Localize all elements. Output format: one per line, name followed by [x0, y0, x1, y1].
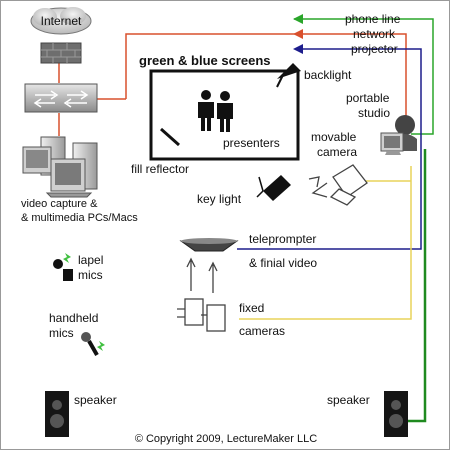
- firewall-icon: [40, 42, 82, 64]
- green-blue-screen-frame: [149, 69, 300, 161]
- handheld-label: handheld: [49, 311, 98, 325]
- movable-camera-icon: [308, 164, 368, 206]
- lapel-mics-label: mics: [78, 268, 103, 282]
- speaker-right-icon: [384, 391, 408, 437]
- phone-line-wire: [294, 18, 434, 135]
- teleprompter-label: teleprompter: [249, 232, 316, 246]
- backlight-icon: [276, 63, 301, 88]
- studio-label: studio: [358, 106, 390, 120]
- cameras-label: cameras: [239, 324, 285, 338]
- handheld-mics-label: mics: [49, 326, 74, 340]
- speaker-left-icon: [45, 391, 69, 437]
- handheld-mic-icon: [81, 332, 105, 356]
- projector-label: projector: [351, 42, 398, 56]
- speaker-wire: [408, 149, 427, 423]
- portable-studio-icon: [380, 115, 417, 155]
- key-light-label: key light: [197, 192, 242, 206]
- fixed-cameras-icon: [177, 257, 226, 332]
- network-label: network: [353, 27, 396, 41]
- video-capture-label-line1: video capture &: [21, 198, 98, 210]
- movable-label: movable: [311, 130, 357, 144]
- presenters-label: presenters: [223, 136, 280, 150]
- connection-lines: [58, 18, 434, 423]
- network-arrow: [293, 29, 303, 39]
- phone-line-arrow: [293, 14, 303, 24]
- screens-label: green & blue screens: [139, 53, 271, 68]
- backlight-label: backlight: [304, 68, 352, 82]
- copyright-label: © Copyright 2009, LectureMaker LLC: [135, 433, 317, 445]
- camera-feed-wire: [239, 166, 412, 320]
- camera-label: camera: [317, 145, 357, 159]
- fill-reflector-icon: [160, 127, 180, 147]
- presenters-icon: [198, 90, 233, 132]
- speaker-left-label: speaker: [74, 393, 117, 407]
- portable-label: portable: [346, 91, 390, 105]
- teleprompter-icon: [179, 238, 239, 252]
- internet-cloud-icon: [30, 7, 92, 35]
- fill-reflector-label: fill reflector: [131, 162, 189, 176]
- video-capture-label-line2: & multimedia PCs/Macs: [21, 212, 138, 224]
- final-video-label: & finial video: [249, 256, 317, 270]
- pc-workstations-icon: [22, 136, 98, 198]
- lapel-label: lapel: [78, 253, 103, 267]
- speaker-right-label: speaker: [327, 393, 370, 407]
- lapel-mic-icon: [53, 253, 73, 281]
- key-light-icon: [256, 175, 291, 201]
- projector-arrow: [293, 44, 303, 54]
- fixed-label: fixed: [239, 301, 264, 315]
- internet-label: Internet: [41, 14, 82, 28]
- network-switch-icon: [24, 83, 98, 113]
- phone-line-label: phone line: [345, 12, 401, 26]
- projector-wire: [237, 48, 422, 250]
